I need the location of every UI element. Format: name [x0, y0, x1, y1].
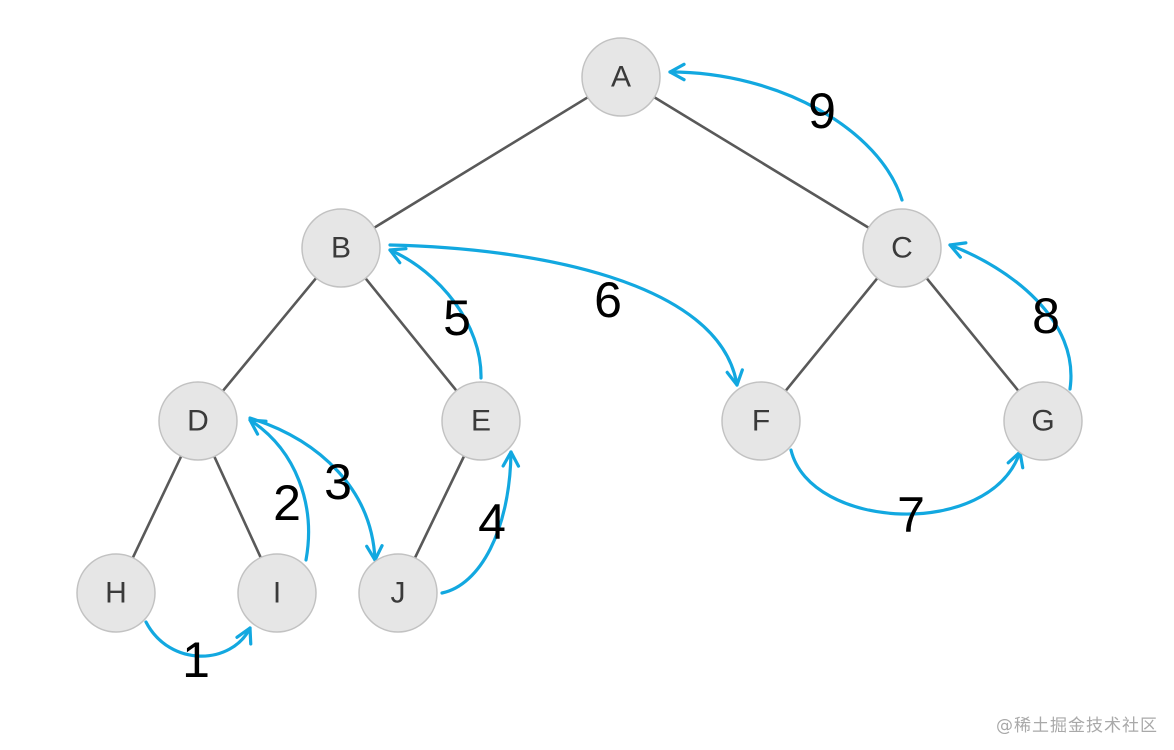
- step-label-5: 5: [443, 290, 471, 346]
- node-J: J: [358, 553, 438, 633]
- watermark: @稀土掘金技术社区: [996, 716, 1158, 736]
- node-label-D: D: [187, 405, 209, 438]
- traversal-arrows: [144, 62, 1073, 658]
- node-label-G: G: [1031, 405, 1054, 438]
- step-label-1: 1: [182, 632, 210, 688]
- step-arrow-5: [388, 247, 483, 380]
- node-circle-E: [441, 381, 521, 461]
- arrowhead-5: [388, 247, 408, 265]
- node-C: C: [862, 208, 942, 288]
- arrow-path-F-to-G: [789, 448, 1022, 516]
- step-arrow-9: [668, 62, 904, 202]
- edge-D-I: [213, 455, 262, 559]
- node-label-I: I: [273, 577, 281, 610]
- arrow-path-I-to-D: [248, 418, 311, 562]
- step-arrow-4: [440, 450, 521, 595]
- arrowhead-1: [235, 626, 253, 646]
- arrow-path-D-to-J: [248, 416, 377, 562]
- edge-D-H: [131, 455, 183, 559]
- arrow-path-G-to-C: [948, 243, 1073, 391]
- node-label-H: H: [105, 577, 127, 610]
- step-label-3: 3: [324, 454, 352, 510]
- node-I: I: [237, 553, 317, 633]
- node-B: B: [301, 208, 381, 288]
- step-arrow-6: [388, 243, 744, 387]
- node-circle-C: [862, 208, 942, 288]
- step-label-4: 4: [478, 494, 506, 550]
- node-label-C: C: [891, 232, 913, 265]
- arrow-path-B-to-F: [388, 243, 739, 387]
- arrowhead-3: [365, 544, 384, 562]
- node-circle-I: [237, 553, 317, 633]
- arrowhead-6: [725, 368, 744, 387]
- node-label-F: F: [752, 405, 770, 438]
- step-label-8: 8: [1032, 288, 1060, 344]
- node-circle-H: [76, 553, 156, 633]
- step-label-9: 9: [808, 83, 836, 139]
- step-label-6: 6: [594, 272, 622, 328]
- node-label-E: E: [471, 405, 491, 438]
- edge-E-J: [413, 455, 466, 559]
- node-circle-G: [1003, 381, 1083, 461]
- node-F: F: [721, 381, 801, 461]
- node-label-B: B: [331, 232, 351, 265]
- arrow-path-J-to-E: [440, 450, 513, 595]
- step-label-7: 7: [897, 487, 925, 543]
- step-label-2: 2: [273, 475, 301, 531]
- edge-C-G: [925, 277, 1020, 392]
- arrow-path-H-to-I: [144, 620, 252, 658]
- node-H: H: [76, 553, 156, 633]
- step-arrow-8: [948, 241, 1073, 391]
- node-circle-D: [158, 381, 238, 461]
- tree-edges: [131, 96, 1020, 559]
- node-G: G: [1003, 381, 1083, 461]
- tree-nodes: A B C D E F G H I J: [76, 37, 1083, 633]
- arrowhead-4: [501, 450, 521, 468]
- edge-A-C: [653, 96, 870, 229]
- node-circle-A: [581, 37, 661, 117]
- edge-A-B: [373, 96, 589, 229]
- arrowhead-8: [948, 241, 968, 259]
- edge-B-E: [364, 277, 458, 392]
- node-label-A: A: [611, 61, 631, 94]
- step-arrow-3: [248, 416, 384, 562]
- step-arrow-1: [144, 620, 253, 658]
- node-label-J: J: [391, 577, 406, 610]
- arrow-path-E-to-B: [388, 248, 483, 380]
- node-circle-F: [721, 381, 801, 461]
- edge-B-D: [221, 277, 318, 392]
- node-E: E: [441, 381, 521, 461]
- edge-C-F: [784, 277, 879, 392]
- node-A: A: [581, 37, 661, 117]
- node-D: D: [158, 381, 238, 461]
- arrow-path-C-to-A: [668, 70, 904, 202]
- node-circle-B: [301, 208, 381, 288]
- node-circle-J: [358, 553, 438, 633]
- arrowhead-9: [668, 62, 686, 82]
